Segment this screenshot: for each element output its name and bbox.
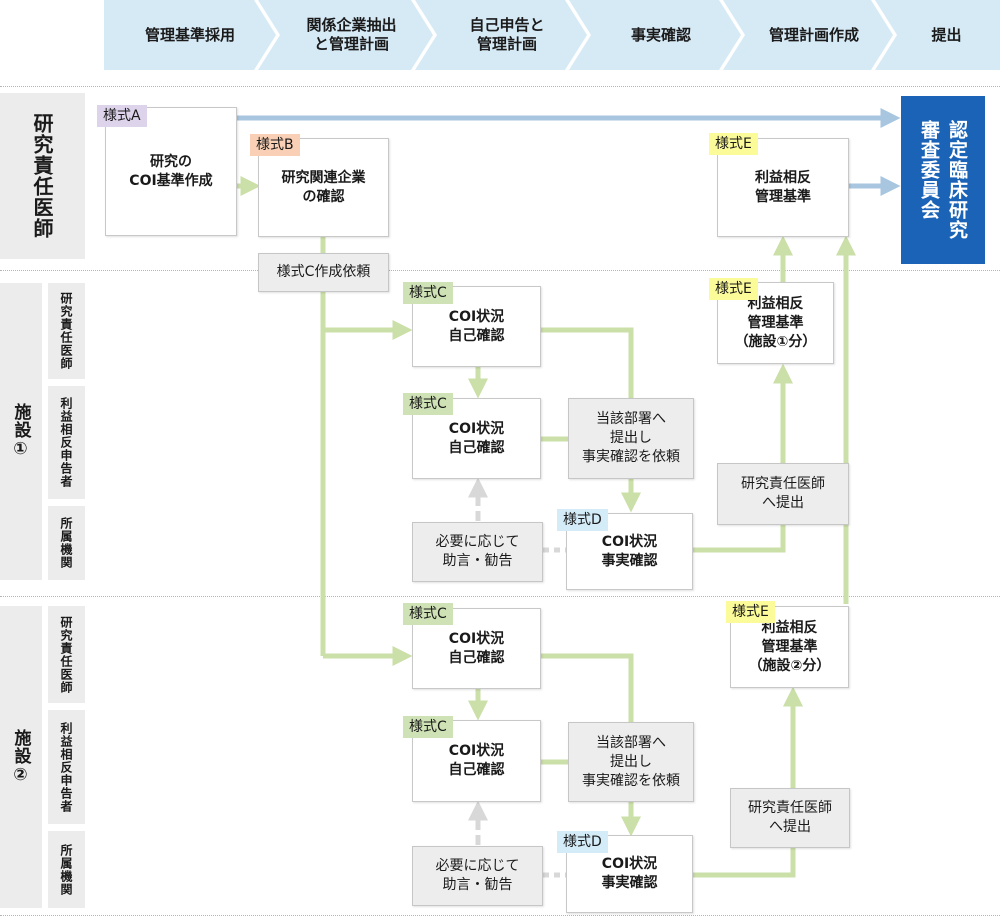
coi-self-check-text: COI状況 自己確認 [448,743,505,778]
coi-standard-box: 研究の COI基準作成 [105,107,237,236]
advice-text: 必要に応じて 助言・勧告 [435,534,520,569]
form-c-tag: 様式C [403,716,453,738]
sub-label-declarant-f2: 利益相反申告者 [48,710,85,824]
line-c1-to-d1 [541,327,634,398]
mgmt-standard-f1-text: 利益相反 管理基準 （施設①分） [734,295,817,350]
step-2-label: 関係企業抽出 と管理計画 [306,16,397,53]
row-label-facility2: 施設② [0,606,42,908]
sub-label-text: 利益相反申告者 [59,721,73,813]
sub-label-institution-f1: 所属機関 [48,506,85,580]
to-pi-box: 研究責任医師 へ提出 [730,788,850,848]
sub-label-institution-f2: 所属機関 [48,831,85,908]
mgmt-standard-f1-box: 利益相反 管理基準 （施設①分） [717,282,834,364]
form-a-tag: 様式A [97,105,147,127]
row-label-facility1: 施設① [0,283,42,580]
mgmt-standard-f2-text: 利益相反 管理基準 （施設②分） [748,619,831,674]
request-form-c-text: 様式C作成依頼 [276,264,371,280]
sub-label-pi-f2: 研究責任医師 [48,606,85,703]
step-3-label: 自己申告と 管理計画 [469,16,545,53]
line-d2-to-pi2 [693,848,796,878]
advice-text: 必要に応じて 助言・勧告 [435,858,520,893]
row-label-facility2-text: 施設② [10,728,31,786]
sub-label-text: 所属機関 [59,843,73,896]
coi-fact-check-text: COI状況 事実確認 [601,533,658,569]
review-committee-text: 認定臨床研究 審査委員会 [918,120,968,240]
coi-self-check-box: COI状況 自己確認 [412,608,541,689]
sub-label-text: 研究責任医師 [59,615,73,694]
step-6-label: 提出 [931,25,962,44]
divider [0,915,1000,916]
step-4-label: 事実確認 [630,25,691,44]
step-3: 自己申告と 管理計画 [415,0,587,70]
line-c3-to-d2 [541,653,634,722]
request-form-c-box: 様式C作成依頼 [258,253,389,292]
step-5: 管理計画作成 [723,0,893,70]
row-label-researcher: 研究責任医師 [0,93,85,259]
dept-submit-box: 当該部署へ 提出し 事実確認を依頼 [568,722,694,802]
form-c-tag: 様式C [403,603,453,625]
to-pi-box: 研究責任医師 へ提出 [717,463,849,525]
line-d1-to-e1 [693,525,786,553]
sub-label-text: 研究責任医師 [59,292,73,370]
advice-box: 必要に応じて 助言・勧告 [412,846,543,906]
to-pi-text: 研究責任医師 へ提出 [741,476,825,511]
sub-label-pi-f1: 研究責任医師 [48,283,85,379]
coi-standard-text: 研究の COI基準作成 [129,153,213,189]
step-2: 関係企業抽出 と管理計画 [258,0,433,70]
coi-self-check-text: COI状況 自己確認 [448,630,505,666]
form-c-tag: 様式C [403,282,453,304]
divider [0,86,1000,87]
form-d-tag: 様式D [557,831,608,853]
sub-label-text: 所属機関 [59,517,73,569]
mgmt-standard-text: 利益相反 管理基準 [755,169,811,205]
divider [0,596,1000,597]
step-1: 管理基準採用 [104,0,276,70]
dept-submit-text: 当該部署へ 提出し 事実確認を依頼 [582,411,680,465]
to-pi-text: 研究責任医師 へ提出 [748,800,832,835]
step-1-label: 管理基準採用 [144,25,235,44]
coi-self-check-text: COI状況 自己確認 [448,420,505,456]
form-d-tag: 様式D [557,509,608,531]
row-label-facility1-text: 施設① [10,403,31,460]
form-c-tag: 様式C [403,393,453,415]
step-4: 事実確認 [569,0,741,70]
form-e-tag: 様式E [709,133,758,155]
advice-box: 必要に応じて 助言・勧告 [412,522,543,582]
dept-submit-box: 当該部署へ 提出し 事実確認を依頼 [568,398,694,479]
sub-label-text: 利益相反申告者 [59,397,73,488]
form-b-tag: 様式B [250,134,300,156]
form-e-tag: 様式E [709,278,758,300]
review-committee-box: 認定臨床研究 審査委員会 [901,96,985,264]
sub-label-declarant-f1: 利益相反申告者 [48,386,85,499]
coi-fact-check-text: COI状況 事実確認 [601,856,658,891]
step-5-label: 管理計画作成 [768,25,859,44]
divider [0,270,1000,271]
dept-submit-text: 当該部署へ 提出し 事実確認を依頼 [582,734,680,789]
related-company-text: 研究関連企業 の確認 [281,169,366,205]
coi-self-check-text: COI状況 自己確認 [448,308,505,344]
row-label-researcher-text: 研究責任医師 [30,113,54,239]
form-e-tag: 様式E [726,601,775,623]
